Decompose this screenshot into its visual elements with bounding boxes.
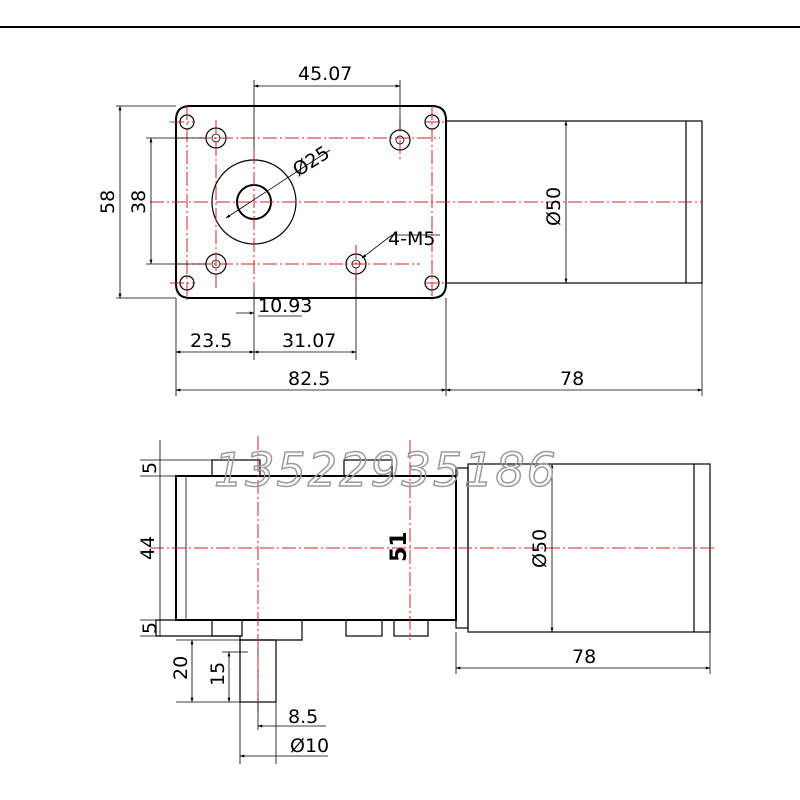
bottom-flange <box>155 619 303 641</box>
top-boss-left <box>211 459 261 477</box>
dim-motor-length-top: 78 <box>560 368 584 390</box>
dim-flat-length: 15 <box>207 662 229 686</box>
dim-height-total: 58 <box>97 190 119 214</box>
phone-watermark: 13522935186 <box>214 443 558 497</box>
dim-hole-spacing-h: 45.07 <box>298 63 352 85</box>
dim-motor-length-side: 78 <box>572 646 596 668</box>
dim-hole-offset: 31.07 <box>282 330 336 352</box>
dim-motor-dia-side: Ø50 <box>529 529 551 568</box>
dim-shaft-offset: 10.93 <box>258 295 312 317</box>
dim-center-51: 51 <box>387 531 412 562</box>
dim-left-offset: 23.5 <box>190 330 232 352</box>
side-view: 5 44 5 20 15 8.5 Ø10 51 Ø50 78 <box>137 436 715 764</box>
dim-body-height: 44 <box>137 536 159 560</box>
dim-bottom-boss: 5 <box>139 622 161 634</box>
dim-shaft-length: 20 <box>170 656 192 680</box>
bottom-boss-c <box>393 619 429 637</box>
dim-flat-width: 8.5 <box>288 706 318 728</box>
top-view: 45.07 58 38 Ø25 4-M5 Ø50 10.93 23.5 31.0… <box>97 63 703 396</box>
dim-gearbox-length: 82.5 <box>288 368 330 390</box>
dim-shaft-dia: Ø10 <box>290 735 329 757</box>
gearbox-plate-outline <box>175 105 447 299</box>
top-boss-right <box>343 459 393 477</box>
dim-hole-spacing-v: 38 <box>128 190 150 214</box>
bottom-boss-a <box>211 619 243 637</box>
dim-boss-dia: Ø25 <box>289 142 334 181</box>
dim-top-boss: 5 <box>139 462 161 474</box>
bottom-boss-b <box>345 619 383 637</box>
dim-motor-dia-top: Ø50 <box>543 187 565 226</box>
dim-thread-spec: 4-M5 <box>388 228 435 250</box>
